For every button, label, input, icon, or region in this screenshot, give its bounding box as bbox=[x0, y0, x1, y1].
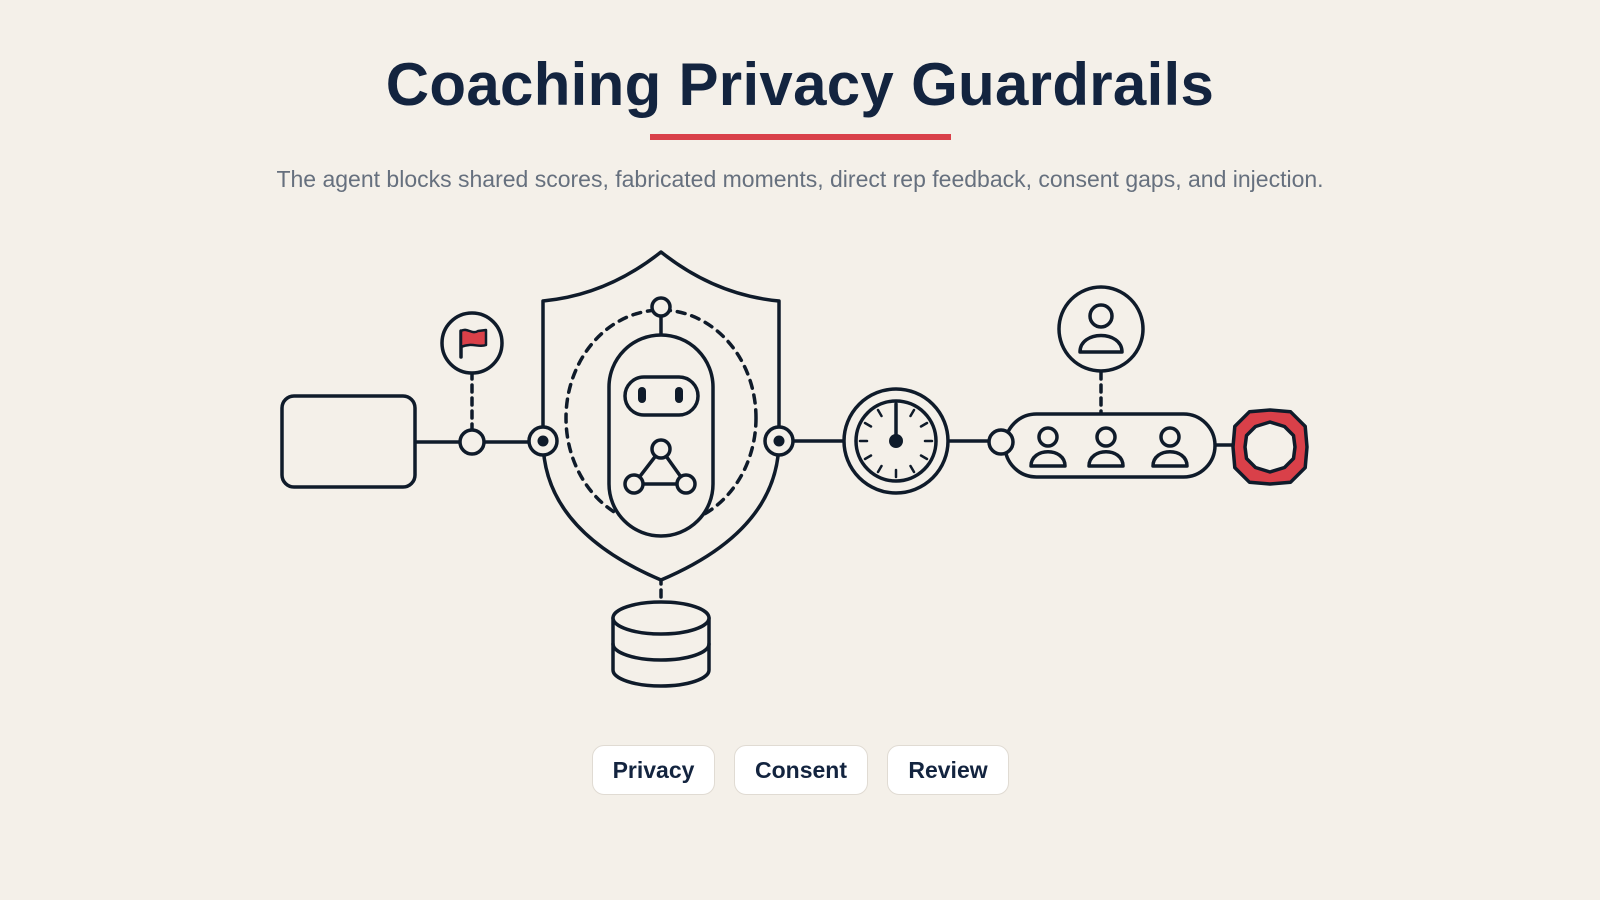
page-title: Coaching Privacy Guardrails bbox=[385, 51, 1215, 118]
flag-icon bbox=[440, 311, 504, 375]
tag-consent[interactable]: Consent bbox=[734, 745, 868, 795]
robot-agent-icon bbox=[607, 296, 715, 538]
timer-gauge-icon bbox=[842, 387, 950, 495]
person-icon bbox=[1057, 285, 1145, 373]
tag-privacy[interactable]: Privacy bbox=[592, 745, 715, 795]
input-box-icon bbox=[280, 394, 417, 489]
team-group-icon bbox=[987, 412, 1217, 479]
junction-node bbox=[458, 428, 486, 456]
tag-review[interactable]: Review bbox=[887, 745, 1009, 795]
database-icon bbox=[611, 600, 711, 688]
stop-sign-icon bbox=[1231, 408, 1309, 486]
title-underline bbox=[650, 134, 951, 140]
page-subtitle: The agent blocks shared scores, fabricat… bbox=[276, 166, 1324, 192]
